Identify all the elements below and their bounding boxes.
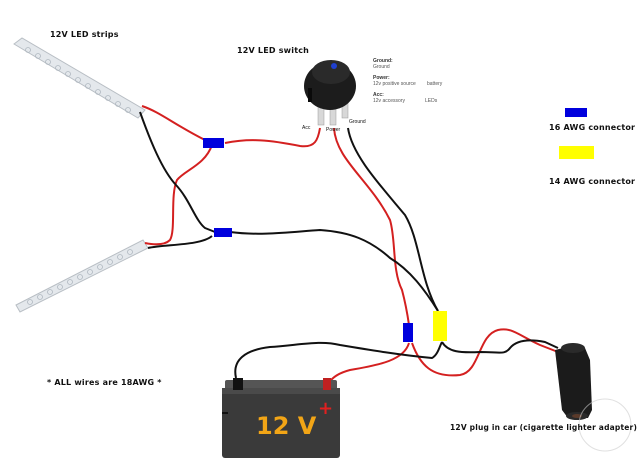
all-wires-note: * ALL wires are 18AWG * (47, 378, 162, 387)
legend-swatch-16awg (565, 108, 587, 117)
switch-image (304, 60, 356, 126)
switch-info-line: 12v positive source (373, 81, 416, 87)
battery-plus-sign: + (318, 398, 334, 419)
switch-info-title: Ground: (373, 58, 393, 64)
legend-label-16awg: 16 AWG connector (549, 123, 636, 132)
led-switch-label: 12V LED switch (237, 46, 310, 55)
switch-info-ground: Ground: Ground (373, 58, 393, 70)
switch-info-extra: battery (427, 81, 443, 87)
legend-label-14awg: 14 AWG connector (549, 177, 636, 186)
connector-16awg-power (403, 323, 413, 342)
cigarette-lighter-adapter-image (555, 343, 592, 420)
connector-16awg-bottom (214, 228, 232, 237)
switch-pin-acc: Acc (302, 125, 311, 131)
switch-info-title: Acc: (373, 92, 384, 98)
legend-swatch-14awg (559, 146, 594, 159)
switch-info-power: Power: 12v positive source (373, 75, 416, 87)
battery-image (222, 378, 340, 458)
switch-info-extra: LEDs (425, 98, 438, 104)
plug-label: 12V plug in car (cigarette lighter adapt… (450, 423, 638, 432)
switch-info-acc: Acc: 12v accessory (373, 92, 405, 104)
switch-pin-ground: Ground (349, 119, 366, 125)
connector-14awg-ground (433, 311, 447, 341)
switch-info-line: Ground (373, 64, 390, 70)
battery-voltage-label: 12 V (256, 412, 317, 440)
led-strip-top (13, 37, 146, 119)
led-strip-bottom (15, 239, 149, 313)
ground-wires (139, 111, 559, 379)
switch-info-line: 12v accessory (373, 98, 405, 104)
connector-16awg-top (203, 138, 224, 148)
watermark (578, 398, 632, 452)
switch-info-title: Power: (373, 75, 390, 81)
switch-pin-power: Power (326, 127, 341, 133)
led-strips-label: 12V LED strips (50, 30, 119, 39)
